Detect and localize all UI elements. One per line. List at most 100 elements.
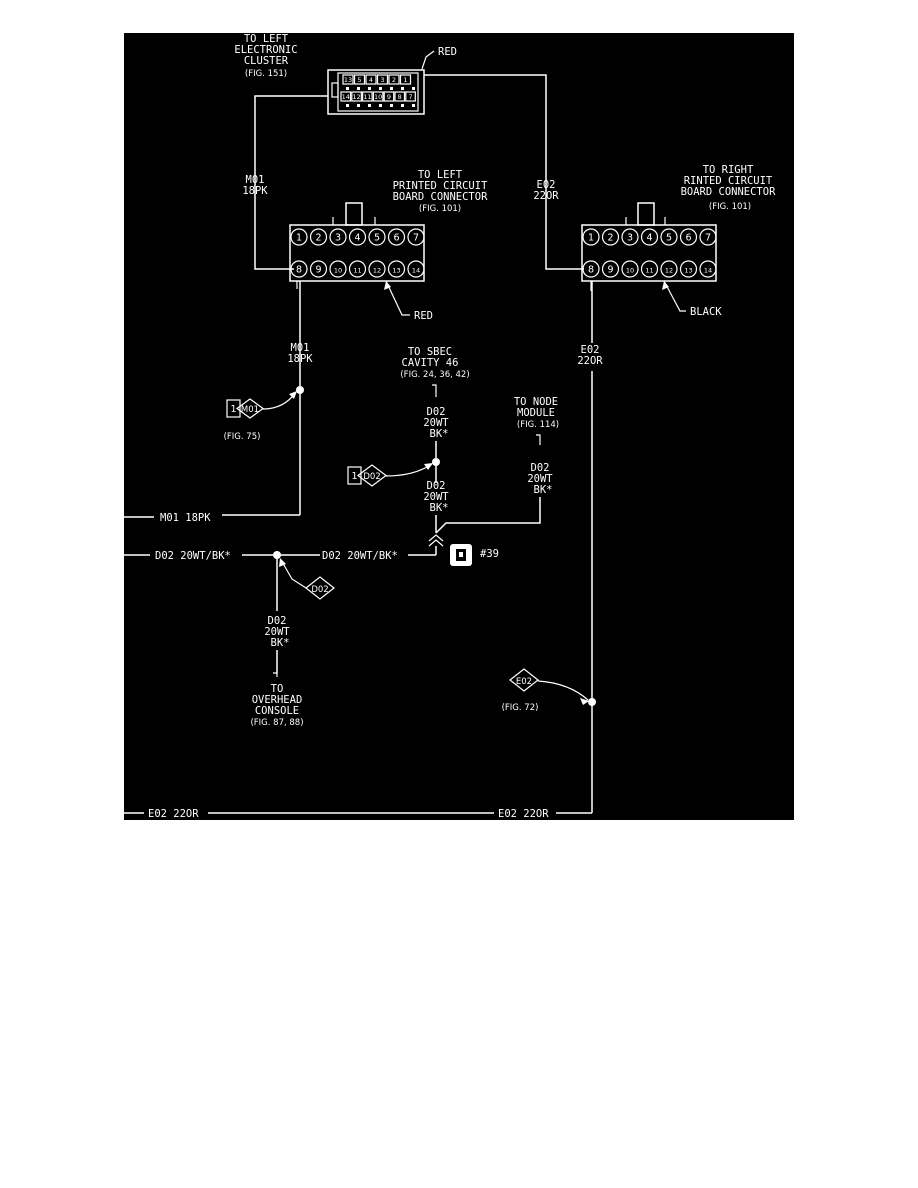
cluster-title-3: CLUSTER [244, 55, 289, 67]
cluster-pin-dot [401, 87, 404, 90]
left-pcb-red-leader [385, 280, 410, 316]
pin-circle [348, 260, 367, 278]
node-terminal [536, 434, 541, 445]
splice-m01 [296, 386, 304, 394]
cluster-pin-label: 11 [363, 93, 371, 101]
pin-circle [621, 260, 639, 278]
pin-label: 10 [334, 267, 342, 275]
pin-circle [699, 228, 717, 246]
cluster-connector-body [327, 69, 425, 115]
pin-label: 7 [413, 233, 419, 244]
pin-label: 6 [393, 233, 399, 244]
cluster-pin-label: 8 [398, 93, 402, 101]
wire-d02-sbec-label-2: 20WT [423, 417, 449, 429]
pin-label: 2 [607, 233, 613, 244]
cluster-pin-dot [401, 104, 404, 107]
wire-d02-mid-label-3: BK* [430, 502, 449, 514]
pin-label: 5 [374, 233, 380, 244]
pin-label: 1 [296, 233, 302, 244]
cluster-pin-box [383, 91, 395, 102]
ground-39: #39 [450, 544, 499, 566]
cluster-pin-dot [357, 87, 360, 90]
cluster-pin-box [340, 91, 352, 102]
pin-circle [660, 228, 678, 246]
cluster-pin-box [351, 91, 362, 102]
pin-circle [407, 228, 425, 246]
tag-d02-splice-leader [280, 559, 307, 589]
right-pcb-title-3: BOARD CONNECTOR [681, 186, 777, 198]
left-pcb-connector: TO LEFT PRINTED CIRCUIT BOARD CONNECTOR … [289, 169, 489, 322]
pin-label: 3 [627, 233, 633, 244]
tag-m01-fig: (FIG. 75) [224, 432, 261, 442]
overhead-fig: (FIG. 87, 88) [250, 718, 303, 728]
cluster-pin-box [342, 74, 354, 85]
cluster-pin-dot [368, 104, 371, 107]
wire-d02-down-label-3: BK* [271, 637, 290, 649]
left-pcb-lock-tab [345, 202, 363, 226]
inline-connector-chevron-1 [428, 534, 444, 542]
cluster-pin-label: 12 [352, 93, 360, 101]
cluster-pin-label: 1 [403, 76, 407, 84]
pin-circle [309, 260, 328, 278]
wire-d02-mid-label-2: 20WT [423, 491, 449, 503]
node-fig: (FIG. 114) [517, 420, 559, 430]
cluster-pin-dot [390, 87, 393, 90]
right-pcb-fig: (FIG. 101) [709, 202, 751, 212]
right-pcb-black-arrow [662, 281, 669, 290]
pin-label: 13 [392, 267, 400, 275]
tag-m01-number: 1 [230, 404, 236, 415]
cluster-pin-dot [379, 104, 382, 107]
overhead-title-3: CONSOLE [255, 705, 299, 717]
left-pcb-title-2: PRINTED CIRCUIT [393, 180, 489, 192]
cluster-pin-label: 13 [344, 76, 352, 84]
wire-d02-node-label-3: BK* [534, 484, 553, 496]
wiring-diagram-svg: TO LEFT ELECTRONIC CLUSTER (FIG. 151) 13… [124, 33, 777, 820]
left-pcb-title-1: TO LEFT [418, 169, 463, 181]
sbec-title-2: CAVITY 46 [402, 357, 459, 369]
wire-d02-node-label-1: D02 [531, 462, 550, 474]
wire-d02-sbec-label-3: BK* [430, 428, 449, 440]
pin-label: 4 [646, 233, 652, 244]
tag-m01-arrow [289, 391, 297, 399]
wire-d02-right-label: D02 20WT/BK* [322, 550, 398, 562]
wire-m01-horizontal-label: M01 18PK [160, 512, 211, 524]
pin-circle [640, 260, 659, 278]
pin-circle [679, 228, 698, 246]
pin-circle [601, 228, 620, 246]
wire-e02-upper-label-2: 22OR [533, 190, 559, 202]
tag-m01: 1 M01 (FIG. 75) [224, 391, 297, 442]
pin-circle [329, 228, 347, 246]
cluster-pin-box [405, 91, 416, 102]
tag-d02-splice-code: D02 [311, 585, 328, 595]
right-pcb-color-label: BLACK [690, 306, 722, 318]
tag-d02-sbec-number: 1 [351, 471, 357, 482]
wire-e02-bottom-right-label: E02 22OR [498, 808, 549, 820]
pin-circle [407, 260, 425, 278]
tag-d02-sbec-leader [385, 463, 433, 477]
wire-e02-upper-label-1: E02 [537, 179, 556, 191]
wire-d02-left-label: D02 20WT/BK* [155, 550, 231, 562]
wire-d02-node [435, 497, 541, 534]
cluster-pin-dot [346, 87, 349, 90]
sbec-terminal [432, 384, 437, 397]
cluster-fig: (FIG. 151) [245, 69, 287, 79]
wire-e02-bottom-left-label: E02 22OR [148, 808, 199, 820]
pin-label: 1 [588, 233, 594, 244]
tag-d02-splice: D02 [279, 558, 335, 600]
tag-d02-sbec: 1 D02 [347, 463, 433, 487]
pin-circle [582, 228, 600, 246]
right-pcb-title-1: TO RIGHT [703, 164, 754, 176]
cluster-pin-box [399, 74, 412, 85]
tag-d02-sbec-number-box [347, 466, 362, 485]
right-pcb-lock-tab [637, 202, 655, 226]
pin-circle [368, 228, 386, 246]
ground-39-core [459, 552, 463, 557]
cluster-pin-dot [412, 87, 415, 90]
pin-circle [309, 228, 328, 246]
cluster-connector-latch [331, 82, 339, 98]
cluster-pin-dots [346, 87, 415, 90]
pin-circle [387, 228, 406, 246]
wire-d02-node-label-2: 20WT [527, 473, 553, 485]
splice-e02 [588, 698, 596, 706]
wire-m01-upper [254, 95, 328, 270]
